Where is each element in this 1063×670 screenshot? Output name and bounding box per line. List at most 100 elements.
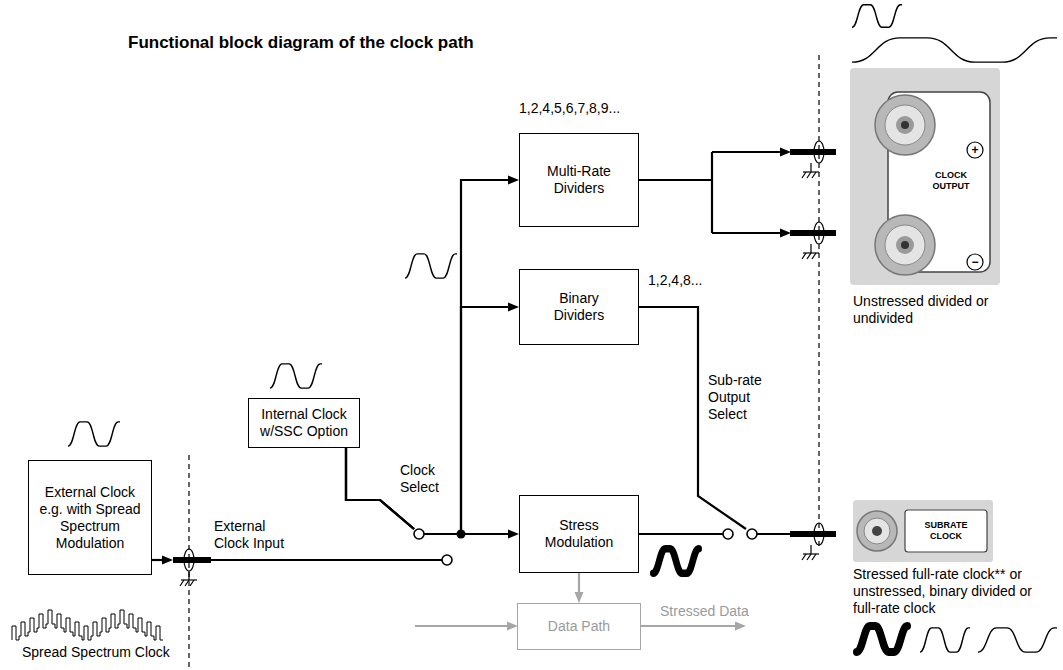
clock-output-panel bbox=[885, 105, 925, 145]
clock-output-panel bbox=[896, 116, 914, 134]
signal-connector bbox=[346, 448, 519, 539]
box-text: Binary Dividers bbox=[539, 290, 619, 324]
box-text: External Clock e.g. with Spread Spectrum… bbox=[35, 484, 145, 552]
data-path-box: Data Path bbox=[517, 603, 641, 650]
clock-output-panel bbox=[896, 236, 914, 254]
clock-output-panel bbox=[967, 142, 983, 158]
port-label: External Clock Input bbox=[214, 518, 296, 552]
box-text: Data Path bbox=[548, 618, 610, 635]
connector-symbol bbox=[790, 152, 836, 534]
signal-connector bbox=[346, 176, 519, 535]
connector-symbol bbox=[802, 554, 806, 560]
arrowhead bbox=[575, 592, 584, 603]
arrowhead bbox=[780, 148, 791, 157]
switch-label: Sub-rate Output Select bbox=[708, 372, 780, 423]
output-wire bbox=[639, 152, 782, 233]
switch-label: Clock Select bbox=[400, 462, 455, 496]
connector-line bbox=[424, 307, 512, 534]
stressed-waveform bbox=[653, 549, 698, 573]
subrate-connector-photo bbox=[853, 500, 993, 562]
connector-symbol bbox=[184, 549, 194, 571]
clock-waveform bbox=[270, 364, 322, 388]
arrowhead bbox=[162, 556, 173, 565]
clock-output-panel bbox=[885, 225, 925, 265]
arrowhead bbox=[780, 229, 791, 238]
connector-symbol bbox=[807, 554, 811, 560]
signal-connector bbox=[346, 303, 519, 535]
output-note: Stressed full-rate clock** or unstressed… bbox=[853, 566, 1058, 617]
connector-symbol bbox=[173, 557, 211, 563]
switch-contact bbox=[723, 529, 733, 539]
input-wire bbox=[210, 559, 442, 561]
arrowhead bbox=[508, 530, 519, 539]
subrate-connector-photo bbox=[905, 510, 987, 552]
signal-connector bbox=[575, 573, 584, 603]
box-text: Multi-Rate Dividers bbox=[526, 163, 632, 197]
switch-contact bbox=[723, 529, 757, 539]
reference-plane bbox=[189, 55, 819, 670]
connector-symbol bbox=[812, 253, 816, 259]
data-wire bbox=[735, 622, 746, 631]
arrowhead bbox=[508, 303, 519, 312]
connector-symbol bbox=[790, 149, 836, 155]
stressed-waveform bbox=[857, 626, 908, 652]
clock-output-panel bbox=[875, 95, 935, 155]
subrate-connector-photo bbox=[872, 526, 882, 536]
source-box: External Clock e.g. with Spread Spectrum… bbox=[28, 460, 152, 575]
connector-symbol bbox=[802, 172, 806, 178]
subrate-connector-photo bbox=[864, 518, 890, 544]
divider-box: Multi-Rate Dividers bbox=[519, 133, 639, 227]
divider-box: Binary Dividers bbox=[519, 269, 639, 345]
clock-waveform bbox=[852, 38, 1057, 62]
connector-symbol bbox=[185, 580, 189, 586]
connector-line bbox=[424, 533, 512, 535]
connector-symbol bbox=[807, 172, 811, 178]
connector-symbol bbox=[790, 230, 836, 236]
spread-spectrum-waveform bbox=[12, 610, 163, 640]
diagram-title: Functional block diagram of the clock pa… bbox=[128, 32, 474, 53]
reference-plane bbox=[818, 55, 819, 548]
connector-symbol bbox=[814, 523, 824, 545]
clock-output-panel bbox=[967, 254, 983, 270]
panel-marking: SUBRATE CLOCK bbox=[909, 520, 971, 542]
clock-output-panel bbox=[850, 68, 1000, 285]
clock-output-panel bbox=[901, 241, 909, 249]
output-wire bbox=[639, 307, 791, 534]
clock-waveform bbox=[68, 5, 1057, 652]
subrate-connector-photo bbox=[853, 500, 993, 562]
clock-output-panel bbox=[888, 92, 990, 272]
clock-output-panel bbox=[875, 215, 935, 275]
switch-contact bbox=[414, 529, 424, 539]
clock-waveform bbox=[978, 628, 1057, 652]
connector-symbol bbox=[790, 141, 836, 560]
switch-contact bbox=[442, 555, 452, 565]
modulator-box: Stress Modulation bbox=[519, 495, 639, 573]
connector-symbol bbox=[180, 571, 197, 586]
clock-waveform bbox=[920, 628, 970, 652]
input-wire bbox=[152, 559, 442, 561]
subrate-connector-photo bbox=[857, 511, 897, 551]
connector-symbol bbox=[790, 531, 836, 537]
clock-output-panel bbox=[901, 121, 909, 129]
connector-symbol bbox=[812, 172, 816, 178]
polarity-mark: + bbox=[968, 143, 982, 157]
connector-symbol bbox=[810, 244, 811, 253]
output-note: Unstressed divided or undivided bbox=[853, 293, 1003, 327]
connector-symbol bbox=[814, 222, 824, 244]
waveform-caption: Spread Spectrum Clock bbox=[22, 644, 170, 661]
panel-marking: CLOCK OUTPUT bbox=[924, 170, 978, 192]
connector-symbol bbox=[810, 163, 811, 172]
signal-name: Stressed Data bbox=[660, 603, 749, 620]
connector-symbol bbox=[180, 580, 184, 586]
clock-waveform bbox=[852, 5, 902, 28]
box-text: Internal Clock w/SSC Option bbox=[255, 406, 353, 440]
arrowhead bbox=[508, 176, 519, 185]
divide-ratios: 1,2,4,5,6,7,8,9... bbox=[519, 100, 620, 117]
connector-symbol bbox=[188, 571, 189, 580]
connector-symbol bbox=[810, 545, 811, 554]
source-box: Internal Clock w/SSC Option bbox=[248, 398, 360, 448]
clock-waveform bbox=[68, 422, 120, 446]
connector-symbol bbox=[802, 163, 819, 560]
connector-symbol bbox=[802, 253, 806, 259]
